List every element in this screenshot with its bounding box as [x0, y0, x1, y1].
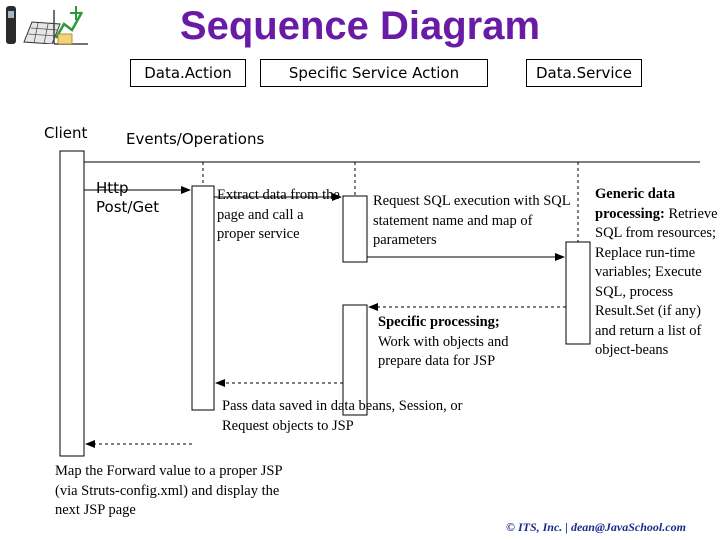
specific-processing-body: Work with objects and prepare data for J…: [378, 333, 509, 370]
client-label: Client: [44, 124, 88, 142]
copyright-footer: © ITS, Inc. | dean@JavaSchool.com: [506, 520, 686, 534]
header-data-action-label: Data.Action: [144, 64, 232, 82]
page-title: Sequence Diagram: [179, 4, 541, 48]
header-specific-service-action-label: Specific Service Action: [288, 64, 460, 82]
extract-step-text: Extract data from the page and call a pr…: [217, 187, 340, 242]
activation-service-2: [342, 304, 368, 416]
header-data-action: Data.Action: [130, 59, 246, 87]
activation-data-action: [191, 185, 215, 411]
activation-service-1: [342, 195, 368, 263]
chart-icon: [46, 4, 90, 48]
generic-processing-body: Retrieve SQL from resources; Replace run…: [595, 205, 718, 359]
header-data-service-label: Data.Service: [535, 64, 633, 82]
phone-icon: [4, 6, 18, 46]
pass-data-text: Pass data saved in data beans, Session, …: [222, 398, 463, 434]
specific-processing-text: Specific processing; Work with objects a…: [378, 313, 532, 372]
header-data-service: Data.Service: [526, 59, 642, 87]
activation-client: [59, 150, 85, 457]
activation-data-service: [565, 241, 591, 345]
request-sql-step-text: Request SQL execution with SQL statement…: [373, 193, 571, 248]
generic-processing-text: Generic data processing: Retrieve SQL fr…: [595, 185, 719, 361]
header-specific-service-action: Specific Service Action: [260, 59, 488, 87]
generic-processing-heading: Generic data processing:: [595, 186, 676, 222]
specific-processing-heading: Specific processing;: [378, 314, 500, 330]
events-label: Events/Operations: [126, 130, 265, 148]
http-post-label: Http Post/Get: [96, 179, 160, 216]
forward-step-text: Map the Forward value to a proper JSP (v…: [55, 463, 282, 518]
